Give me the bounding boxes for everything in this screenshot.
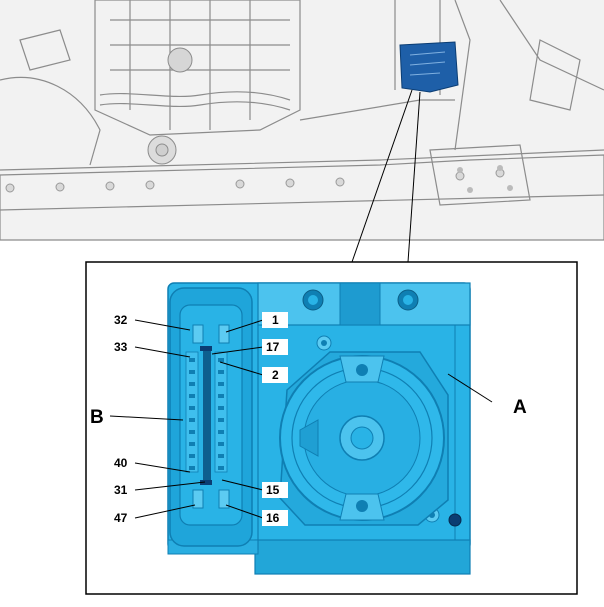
pin-leader-lines	[109, 319, 493, 519]
connector-housing	[169, 287, 253, 547]
connector-label-b: B	[90, 407, 104, 428]
connector-pin-field	[185, 324, 230, 509]
pin-label-2: 2	[272, 368, 279, 382]
pin-labels: 32 1 33 17 2 40 31 15 47 16	[114, 312, 288, 526]
abs-unit-highlight	[399, 41, 459, 93]
callout-leaders	[351, 89, 421, 263]
pin-label-17: 17	[266, 340, 280, 354]
abs-control-module	[167, 282, 471, 575]
pin-label-40: 40	[114, 456, 128, 470]
pin-label-33: 33	[114, 340, 128, 354]
engine-bay-overview	[0, 0, 604, 241]
pump-motor-housing	[279, 351, 449, 526]
component-label-a: A	[513, 397, 527, 418]
pin-label-1: 1	[272, 313, 279, 327]
pin-label-15: 15	[266, 483, 280, 497]
pin-label-47: 47	[114, 511, 128, 525]
pin-label-32: 32	[114, 313, 128, 327]
frame-bolt-holes	[5, 168, 505, 193]
pin-label-16: 16	[266, 511, 280, 525]
pin-label-31: 31	[114, 483, 128, 497]
